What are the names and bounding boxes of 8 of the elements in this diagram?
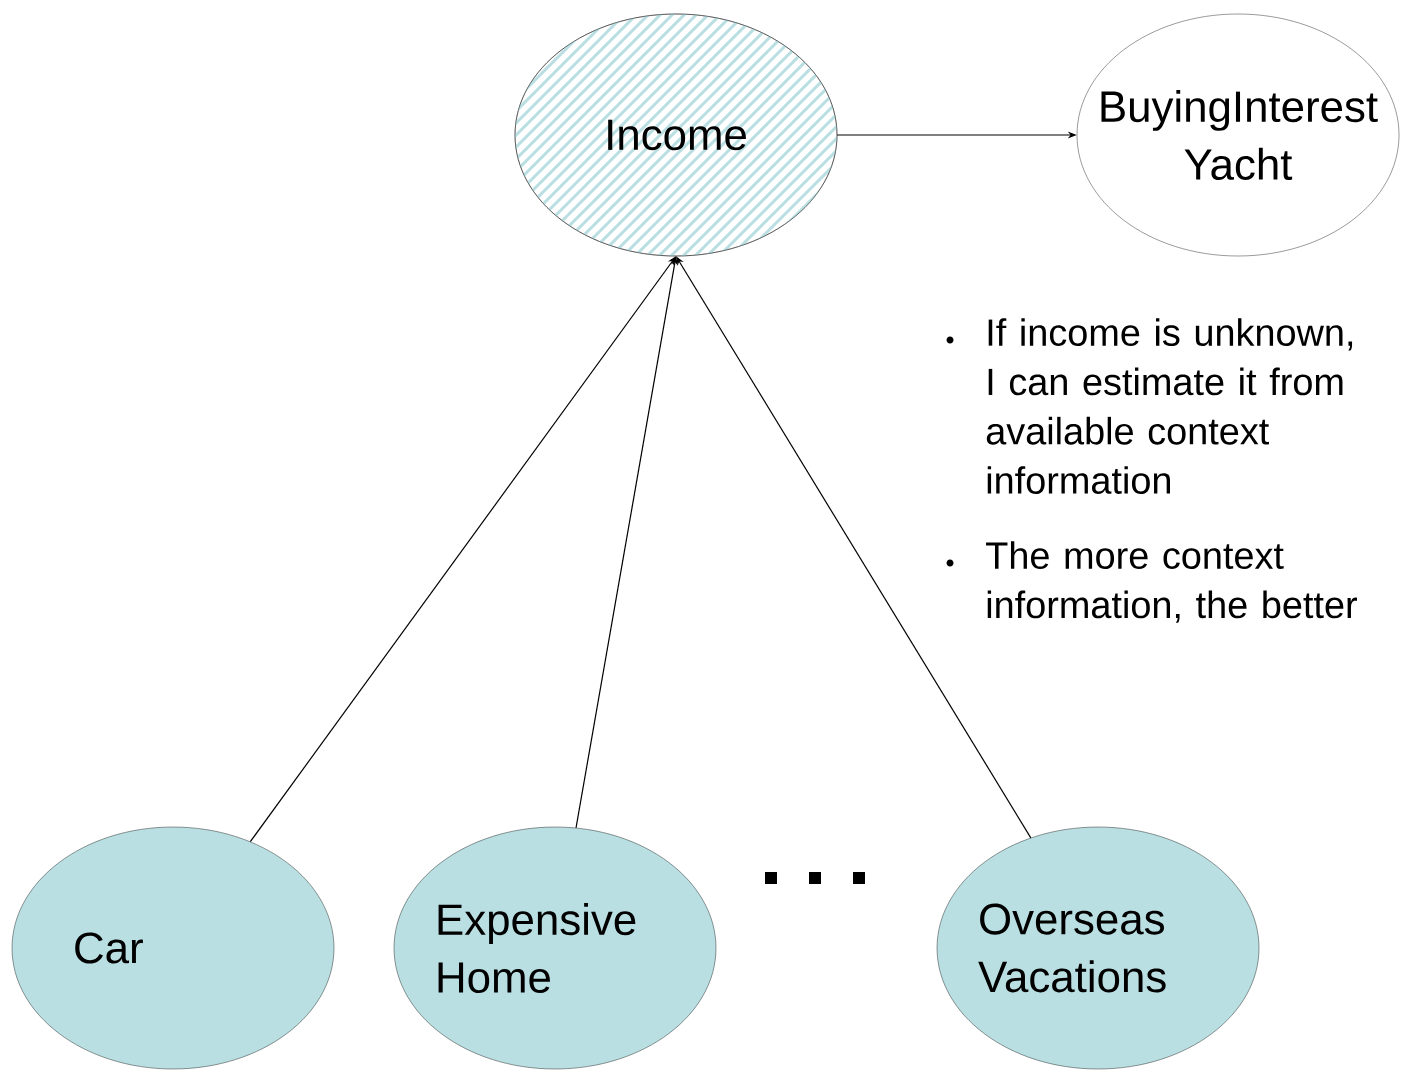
bullet-text: If income is unknown, I can estimate it from available context information bbox=[986, 318, 1353, 494]
ellipse-node: Car bbox=[11, 826, 335, 1070]
ellipse-node: Income bbox=[514, 13, 838, 257]
arrow bbox=[249, 256, 676, 843]
bullet-text: The more context information, the better bbox=[986, 541, 1357, 623]
ellipse-node: Overseas Vacations bbox=[936, 826, 1260, 1070]
ellipse-node: BuyingInterest Yacht bbox=[1076, 13, 1400, 257]
ellipse-node: Expensive Home bbox=[393, 826, 717, 1070]
